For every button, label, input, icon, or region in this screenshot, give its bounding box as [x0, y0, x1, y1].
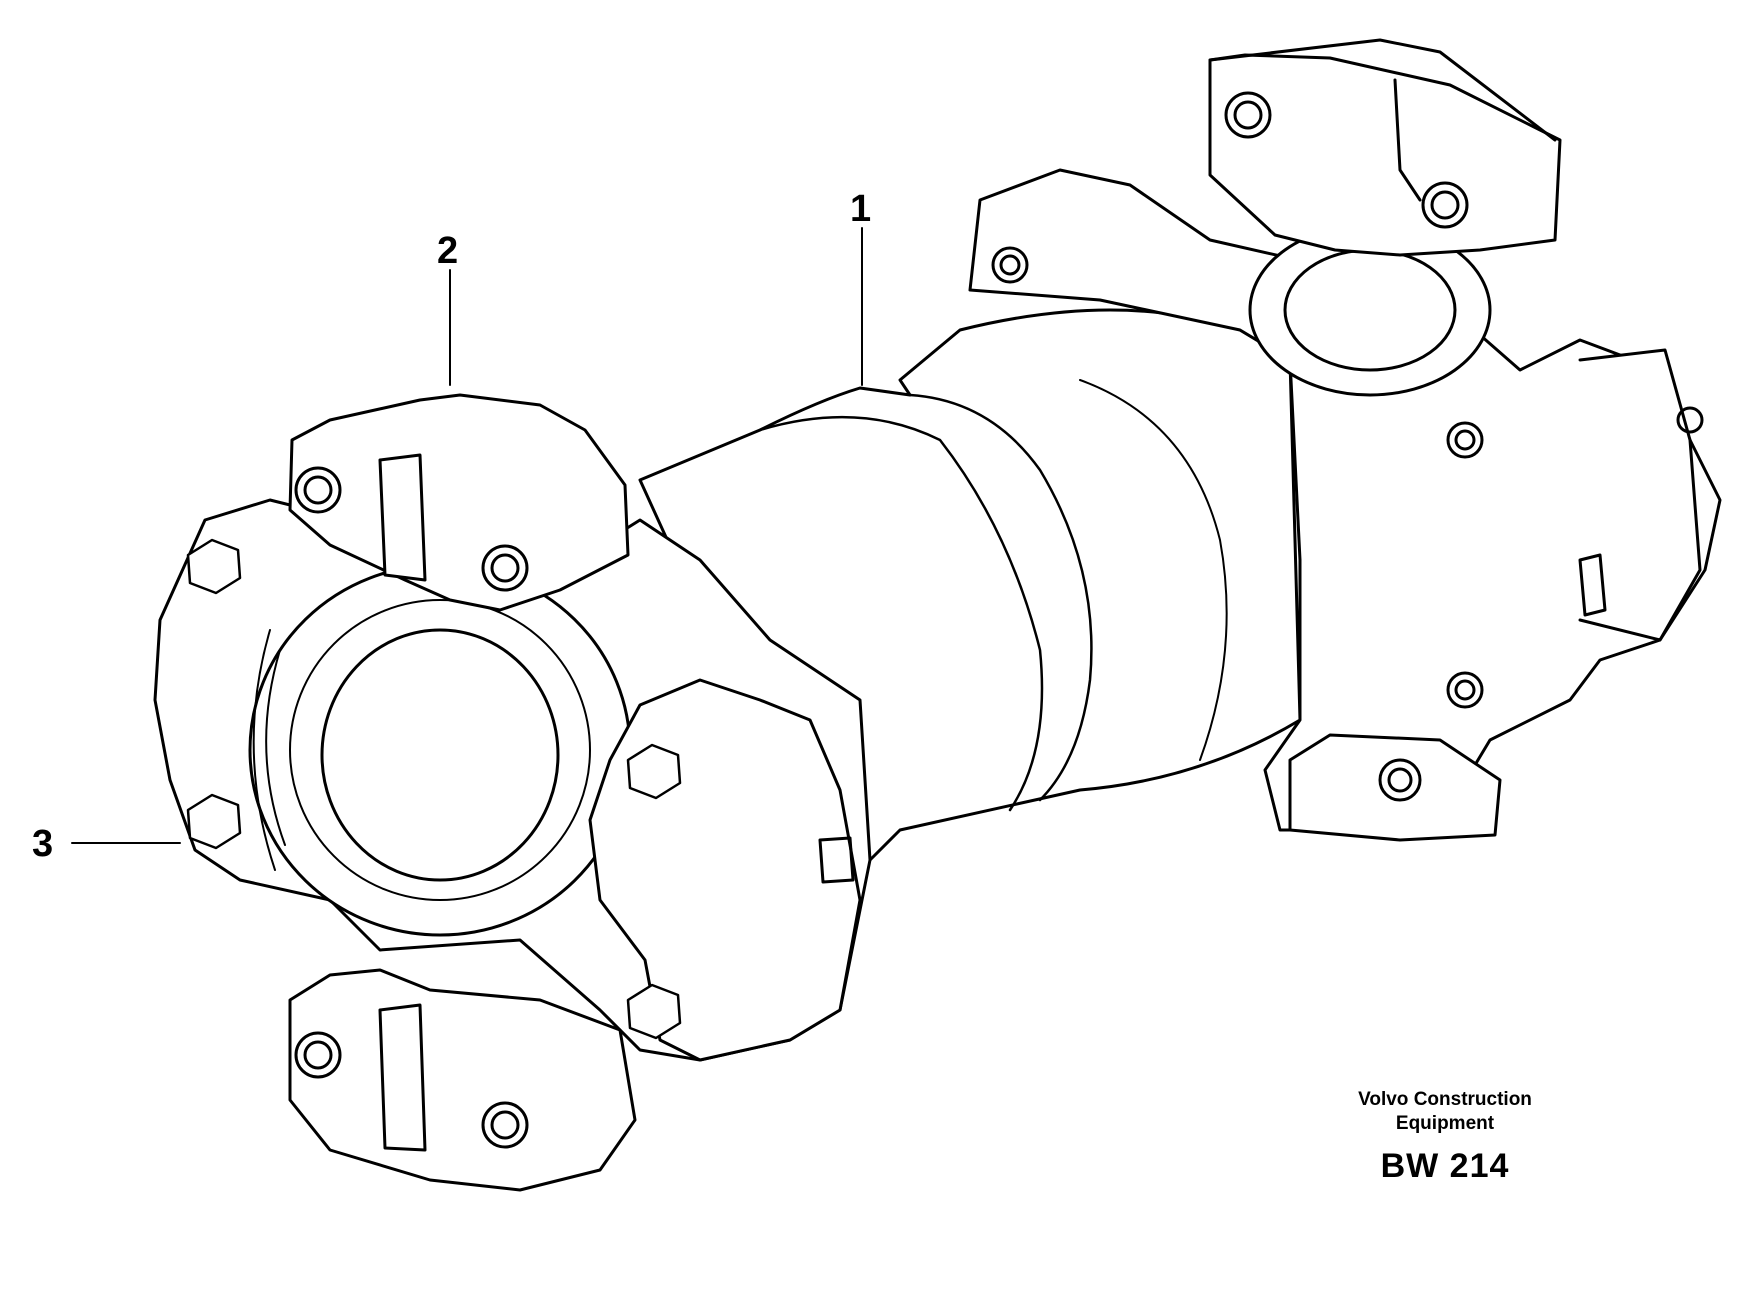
- manufacturer-credit: Volvo Construction Equipment BW 214: [1285, 1088, 1605, 1186]
- left-universal-joint: [153, 393, 872, 1192]
- bolt-heads: [186, 538, 682, 1040]
- callout-3: 3: [32, 823, 54, 865]
- callout-1: 1: [850, 188, 872, 230]
- credit-line-2: Equipment: [1395, 1113, 1495, 1134]
- callout-2: 2: [437, 230, 459, 272]
- drawing-code: BW 214: [1380, 1147, 1510, 1185]
- right-universal-joint: [968, 38, 1722, 842]
- credit-line-1: Volvo Construction: [1358, 1089, 1532, 1110]
- leader-lines: [71, 227, 863, 844]
